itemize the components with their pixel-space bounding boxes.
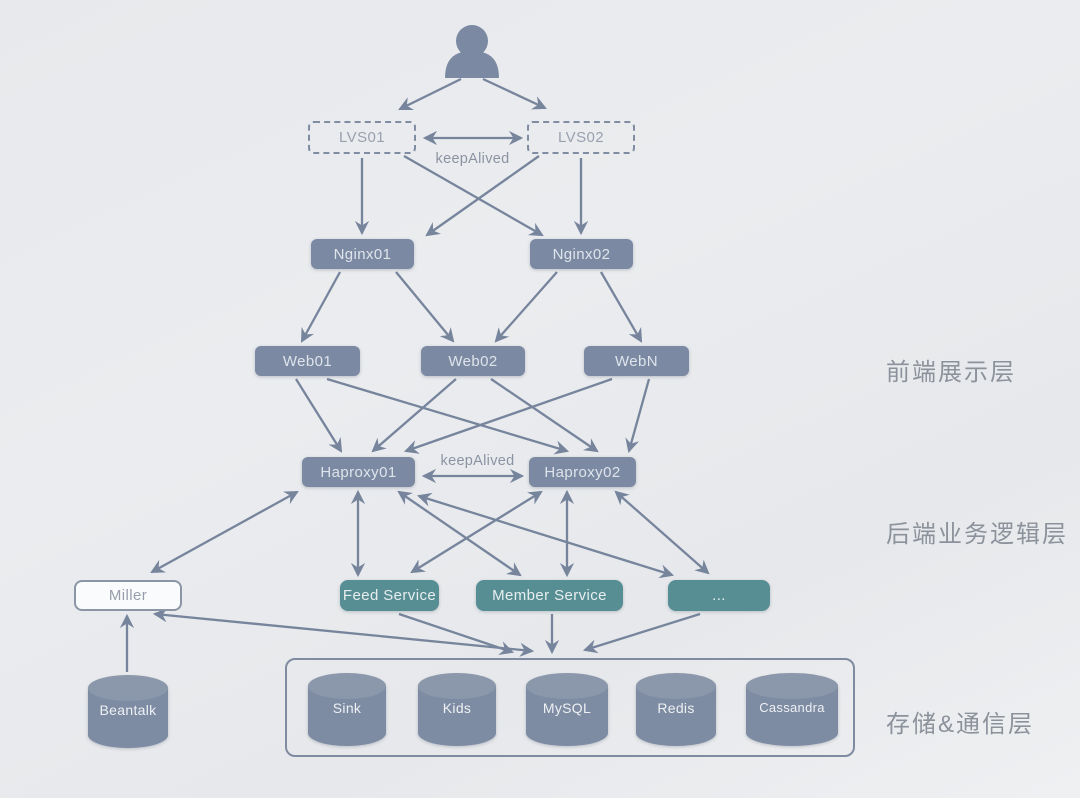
keepalived-label-top: keepAlived — [435, 151, 510, 167]
keepalived-label-middle: keepAlived — [440, 453, 515, 469]
node-haproxy02: Haproxy02 — [529, 457, 636, 487]
node-webn: WebN — [584, 346, 689, 376]
node-lvs02: LVS02 — [527, 121, 635, 154]
db-redis: Redis — [636, 673, 716, 746]
db-kids-label: Kids — [442, 700, 472, 716]
node-feed-service: Feed Service — [340, 580, 439, 611]
storage-container — [285, 658, 855, 757]
node-nginx02: Nginx02 — [530, 239, 633, 269]
db-mysql-label: MySQL — [542, 700, 592, 716]
db-beantalk: Beantalk — [88, 675, 168, 748]
layer-label-frontend: 前端展示层 — [886, 359, 1016, 386]
db-redis-label: Redis — [657, 700, 695, 716]
layer-label-backend: 后端业务逻辑层 — [886, 521, 1068, 548]
db-beantalk-label: Beantalk — [99, 702, 157, 718]
db-cassandra: Cassandra — [746, 673, 838, 746]
layer-label-storage: 存储&通信层 — [886, 711, 1035, 738]
user-icon — [442, 22, 502, 78]
node-more-services: ... — [668, 580, 770, 611]
node-member-service: Member Service — [476, 580, 623, 611]
db-sink: Sink — [308, 673, 386, 746]
db-sink-label: Sink — [332, 700, 362, 716]
db-cassandra-label: Cassandra — [759, 700, 825, 715]
node-haproxy01: Haproxy01 — [302, 457, 415, 487]
db-mysql: MySQL — [526, 673, 608, 746]
node-lvs01: LVS01 — [308, 121, 416, 154]
node-miller: Miller — [74, 580, 182, 611]
node-web02: Web02 — [421, 346, 525, 376]
node-web01: Web01 — [255, 346, 360, 376]
db-kids: Kids — [418, 673, 496, 746]
node-nginx01: Nginx01 — [311, 239, 414, 269]
